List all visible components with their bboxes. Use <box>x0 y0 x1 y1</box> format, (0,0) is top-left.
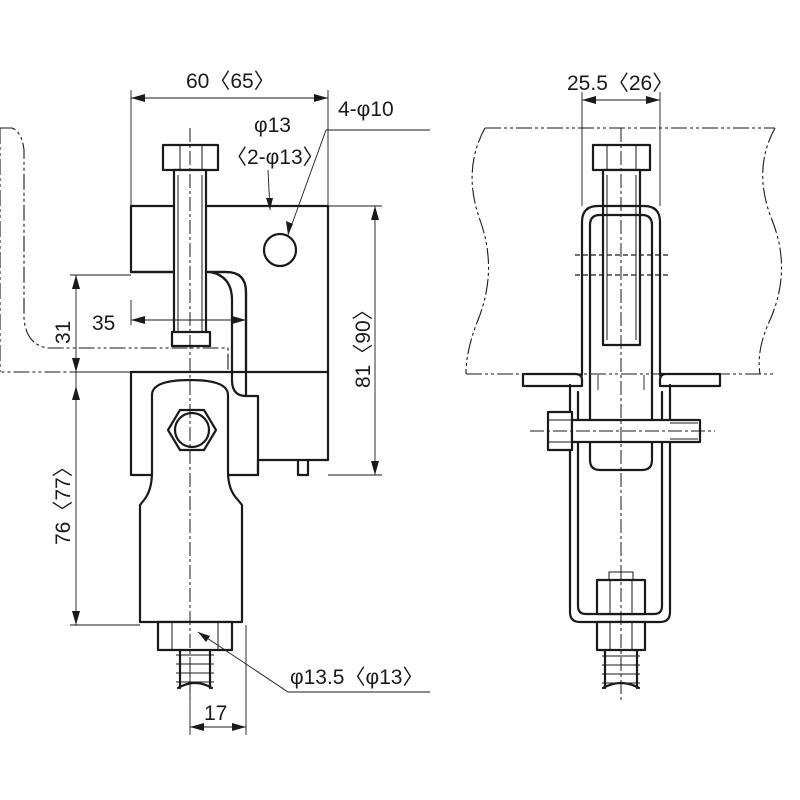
beam-outline-side <box>465 127 783 375</box>
dim-35: 35 <box>70 274 246 335</box>
hanger-nut <box>166 408 218 452</box>
label-rod-offset: 17 <box>204 702 227 725</box>
label-gap-31: 31 <box>52 321 75 344</box>
label-bolt-main: φ13 <box>254 114 291 137</box>
label-height-body: 81〈90〉 <box>352 299 375 388</box>
side-flange-plate <box>521 372 584 388</box>
dim-height-body: 81〈90〉 <box>328 205 382 476</box>
label-bolt-alt: 〈2-φ13〉 <box>226 146 324 169</box>
label-hole-small: 4-φ10 <box>338 98 394 121</box>
dim-width-front: 60〈65〉 <box>130 70 329 206</box>
label-width-side: 25.5〈26〉 <box>567 72 673 95</box>
top-bolt <box>161 143 220 348</box>
dim-rod-offset: 17 <box>189 625 247 735</box>
hanging-rod <box>156 620 234 690</box>
hole-leaders: φ13 〈2-φ13〉 4-φ10 <box>226 98 430 236</box>
label-rod-diameter: φ13.5〈φ13〉 <box>290 666 423 689</box>
hanger-plate <box>138 378 244 624</box>
label-height-hanger: 76〈77〉 <box>52 456 75 545</box>
clamp-body-lower <box>129 370 330 462</box>
side-hole <box>262 232 298 268</box>
dim-width-side: 25.5〈26〉 <box>567 72 673 206</box>
dim-rod-diameter: φ13.5〈φ13〉 <box>197 631 430 693</box>
front-view: 60〈65〉 φ13 〈2-φ13〉 4-φ10 35 31 <box>0 70 430 735</box>
side-view: 25.5〈26〉 <box>465 72 783 700</box>
dim-31: 31 <box>52 275 80 372</box>
label-gap-35: 35 <box>92 312 115 335</box>
label-width-front: 60〈65〉 <box>186 70 275 93</box>
beam-flange-outline <box>0 127 229 373</box>
clamp-hook <box>129 270 248 374</box>
dim-height-hanger: 76〈77〉 <box>52 371 140 626</box>
